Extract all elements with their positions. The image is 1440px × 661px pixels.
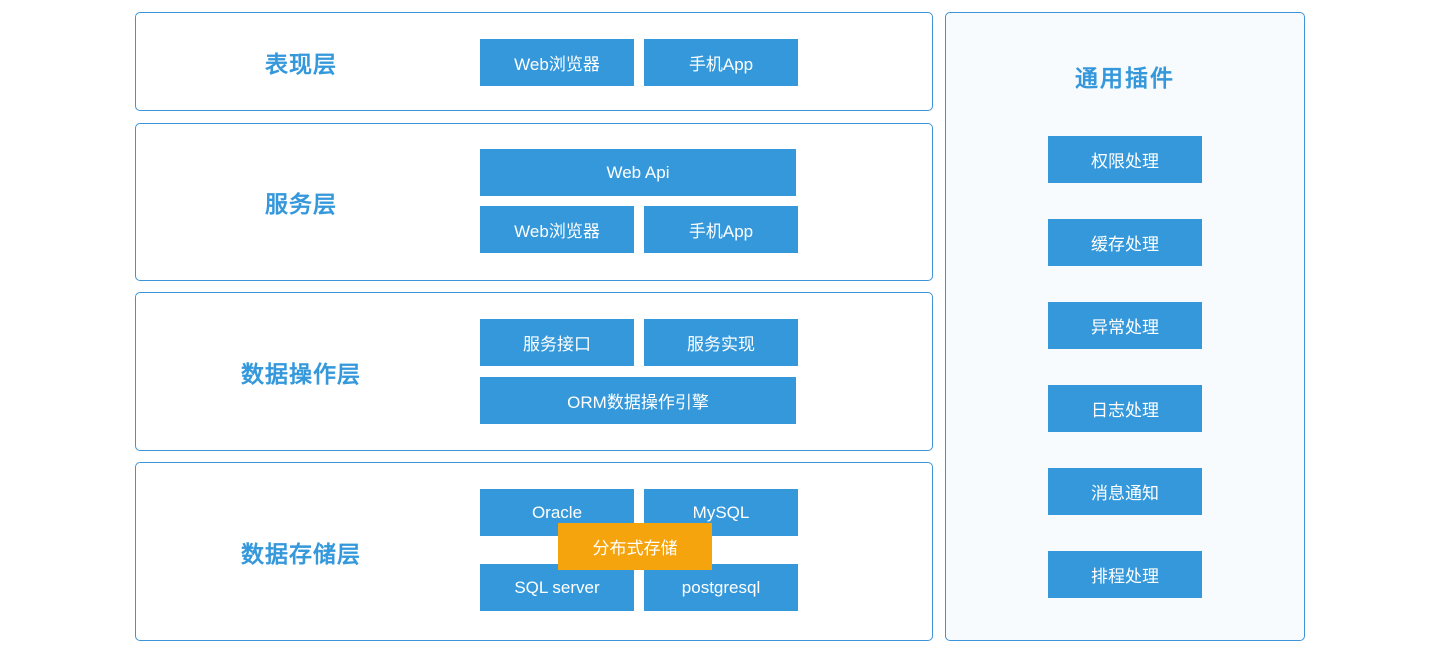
layer-data-operation-title: 数据操作层	[241, 360, 361, 387]
node-sql-server: SQL server	[480, 564, 634, 611]
node-distributed-storage: 分布式存储	[558, 523, 712, 570]
plugin-permission: 权限处理	[1048, 136, 1202, 183]
node-oracle: Oracle	[480, 489, 634, 536]
node-web-browser: Web浏览器	[480, 206, 634, 253]
layer-service-title: 服务层	[265, 191, 337, 217]
node-web-browser: Web浏览器	[480, 39, 634, 86]
node-mobile-app: 手机App	[644, 206, 798, 253]
plugin-log: 日志处理	[1048, 385, 1202, 432]
plugin-schedule: 排程处理	[1048, 551, 1202, 598]
layer-data-storage-title: 数据存储层	[241, 540, 361, 567]
node-service-implementation: 服务实现	[644, 319, 798, 366]
node-postgresql: postgresql	[644, 564, 798, 611]
node-mobile-app: 手机App	[644, 39, 798, 86]
layer-presentation: 表现层 Web浏览器 手机App	[135, 12, 933, 111]
node-service-interface: 服务接口	[480, 319, 634, 366]
node-orm-engine: ORM数据操作引擎	[480, 377, 796, 424]
plugin-cache: 缓存处理	[1048, 219, 1202, 266]
layer-service: 服务层 Web Api Web浏览器 手机App	[135, 123, 933, 281]
layer-data-storage: 数据存储层 Oracle MySQL SQL server postgresql…	[135, 462, 933, 641]
plugin-exception: 异常处理	[1048, 302, 1202, 349]
plugins-panel: 通用插件 权限处理 缓存处理 异常处理 日志处理 消息通知 排程处理	[945, 12, 1305, 641]
layer-data-operation: 数据操作层 服务接口 服务实现 ORM数据操作引擎	[135, 292, 933, 451]
plugin-notification: 消息通知	[1048, 468, 1202, 515]
layer-presentation-title: 表现层	[265, 50, 337, 77]
plugins-panel-title: 通用插件	[1075, 65, 1175, 91]
node-web-api: Web Api	[480, 149, 796, 196]
